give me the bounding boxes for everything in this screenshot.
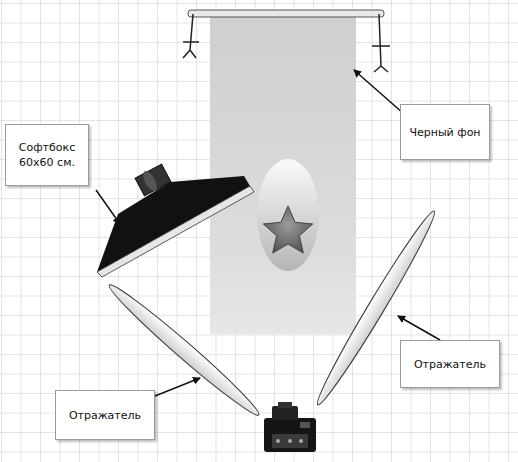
callout-box: Софтбокс 60х60 см. [5,124,89,186]
callout-label: Софтбокс 60х60 см. [12,140,82,170]
callout-box: Отражатель [55,390,155,440]
callout-label: Отражатель [414,357,486,372]
callout-label: Черный фон [409,125,480,140]
callout-box: Черный фон [400,104,490,160]
callout-label: Отражатель [69,408,141,423]
callout-box: Отражатель [400,340,500,388]
